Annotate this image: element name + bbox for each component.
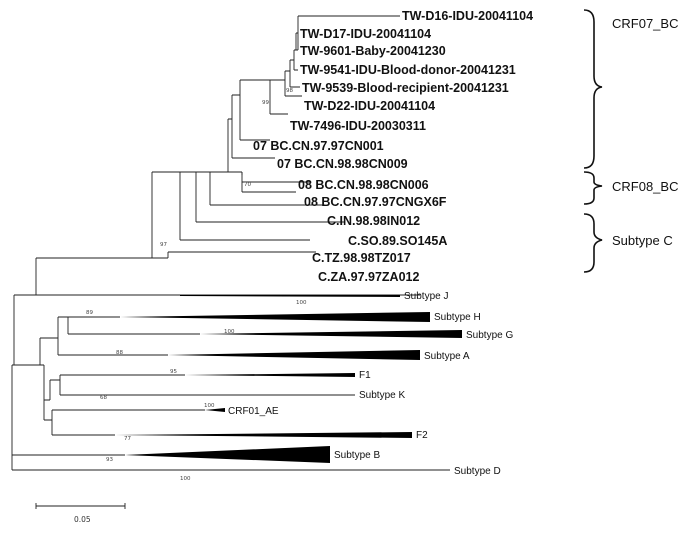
- bootstrap-value: 70: [244, 182, 251, 188]
- group-label-subtype-c: Subtype C: [612, 233, 673, 248]
- tip-label: 07 BC.CN.98.98CN009: [277, 157, 408, 171]
- tip-label: C.TZ.98.98TZ017: [312, 251, 411, 265]
- tip-label: F2: [416, 430, 428, 441]
- tip-label: TW-D17-IDU-20041104: [300, 27, 431, 41]
- subtype-c-bracket: [583, 213, 603, 273]
- tree-branches: [11, 15, 450, 471]
- subtype-b-wedge: [125, 446, 330, 463]
- tip-label: Subtype D: [454, 466, 501, 477]
- tip-label: TW-9541-IDU-Blood-donor-20041231: [300, 63, 516, 77]
- bootstrap-value: 93: [106, 457, 113, 463]
- bootstrap-value: 100: [204, 403, 215, 409]
- tip-label: TW-D22-IDU-20041104: [304, 99, 435, 113]
- subtype-h-wedge: [120, 312, 430, 322]
- collapsed-clades: [115, 295, 462, 463]
- tip-labels: TW-D16-IDU-20041104 TW-D17-IDU-20041104 …: [228, 9, 533, 477]
- subtype-j-wedge: [180, 295, 400, 297]
- group-brackets: CRF07_BC CRF08_BC Subtype C: [583, 9, 678, 273]
- bootstrap-value: 89: [86, 310, 93, 316]
- group-label-crf08: CRF08_BC: [612, 179, 678, 194]
- tip-label: C.IN.98.98IN012: [327, 214, 420, 228]
- tip-label: 08 BC.CN.98.98CN006: [298, 178, 429, 192]
- tip-label: Subtype G: [466, 330, 513, 341]
- tip-label: Subtype A: [424, 351, 470, 362]
- tip-label: CRF01_AE: [228, 406, 279, 417]
- tip-label: Subtype K: [359, 390, 405, 401]
- bootstrap-values: 98 99 70 97 100 89 100 88 95 68 100 77 9…: [86, 88, 307, 482]
- subtype-g-wedge: [200, 330, 462, 338]
- tip-label: Subtype B: [334, 450, 380, 461]
- bootstrap-value: 68: [100, 395, 107, 401]
- tip-label: Subtype H: [434, 312, 481, 323]
- bootstrap-value: 100: [296, 300, 307, 306]
- crf01-wedge: [205, 408, 225, 412]
- bootstrap-value: 88: [116, 350, 123, 356]
- group-label-crf07: CRF07_BC: [612, 16, 678, 31]
- scale-bar: 0.05: [35, 503, 126, 524]
- tip-label: C.SO.89.SO145A: [348, 234, 447, 248]
- tip-label: C.ZA.97.97ZA012: [318, 270, 419, 284]
- tip-label: TW-9601-Baby-20041230: [300, 44, 446, 58]
- bootstrap-value: 100: [180, 476, 191, 482]
- bootstrap-value: 77: [124, 436, 131, 442]
- bootstrap-value: 95: [170, 369, 177, 375]
- tip-label: TW-9539-Blood-recipient-20041231: [302, 81, 509, 95]
- bootstrap-value: 97: [160, 242, 167, 248]
- subtype-a-wedge: [168, 350, 420, 360]
- tip-label: 07 BC.CN.97.97CN001: [253, 139, 384, 153]
- crf07-bracket: [583, 9, 603, 169]
- tip-label: Subtype J: [404, 291, 448, 302]
- scale-label: 0.05: [74, 515, 91, 524]
- tip-label: TW-D16-IDU-20041104: [402, 9, 533, 23]
- bootstrap-value: 100: [224, 329, 235, 335]
- bootstrap-value: 98: [286, 88, 293, 94]
- tip-label: F1: [359, 370, 371, 381]
- f1-wedge: [185, 373, 355, 377]
- tip-label: 08 BC.CN.97.97CNGX6F: [304, 195, 447, 209]
- f2-wedge: [115, 432, 412, 438]
- crf08-bracket: [583, 171, 603, 205]
- tip-label: TW-7496-IDU-20030311: [290, 119, 426, 133]
- bootstrap-value: 99: [262, 100, 269, 106]
